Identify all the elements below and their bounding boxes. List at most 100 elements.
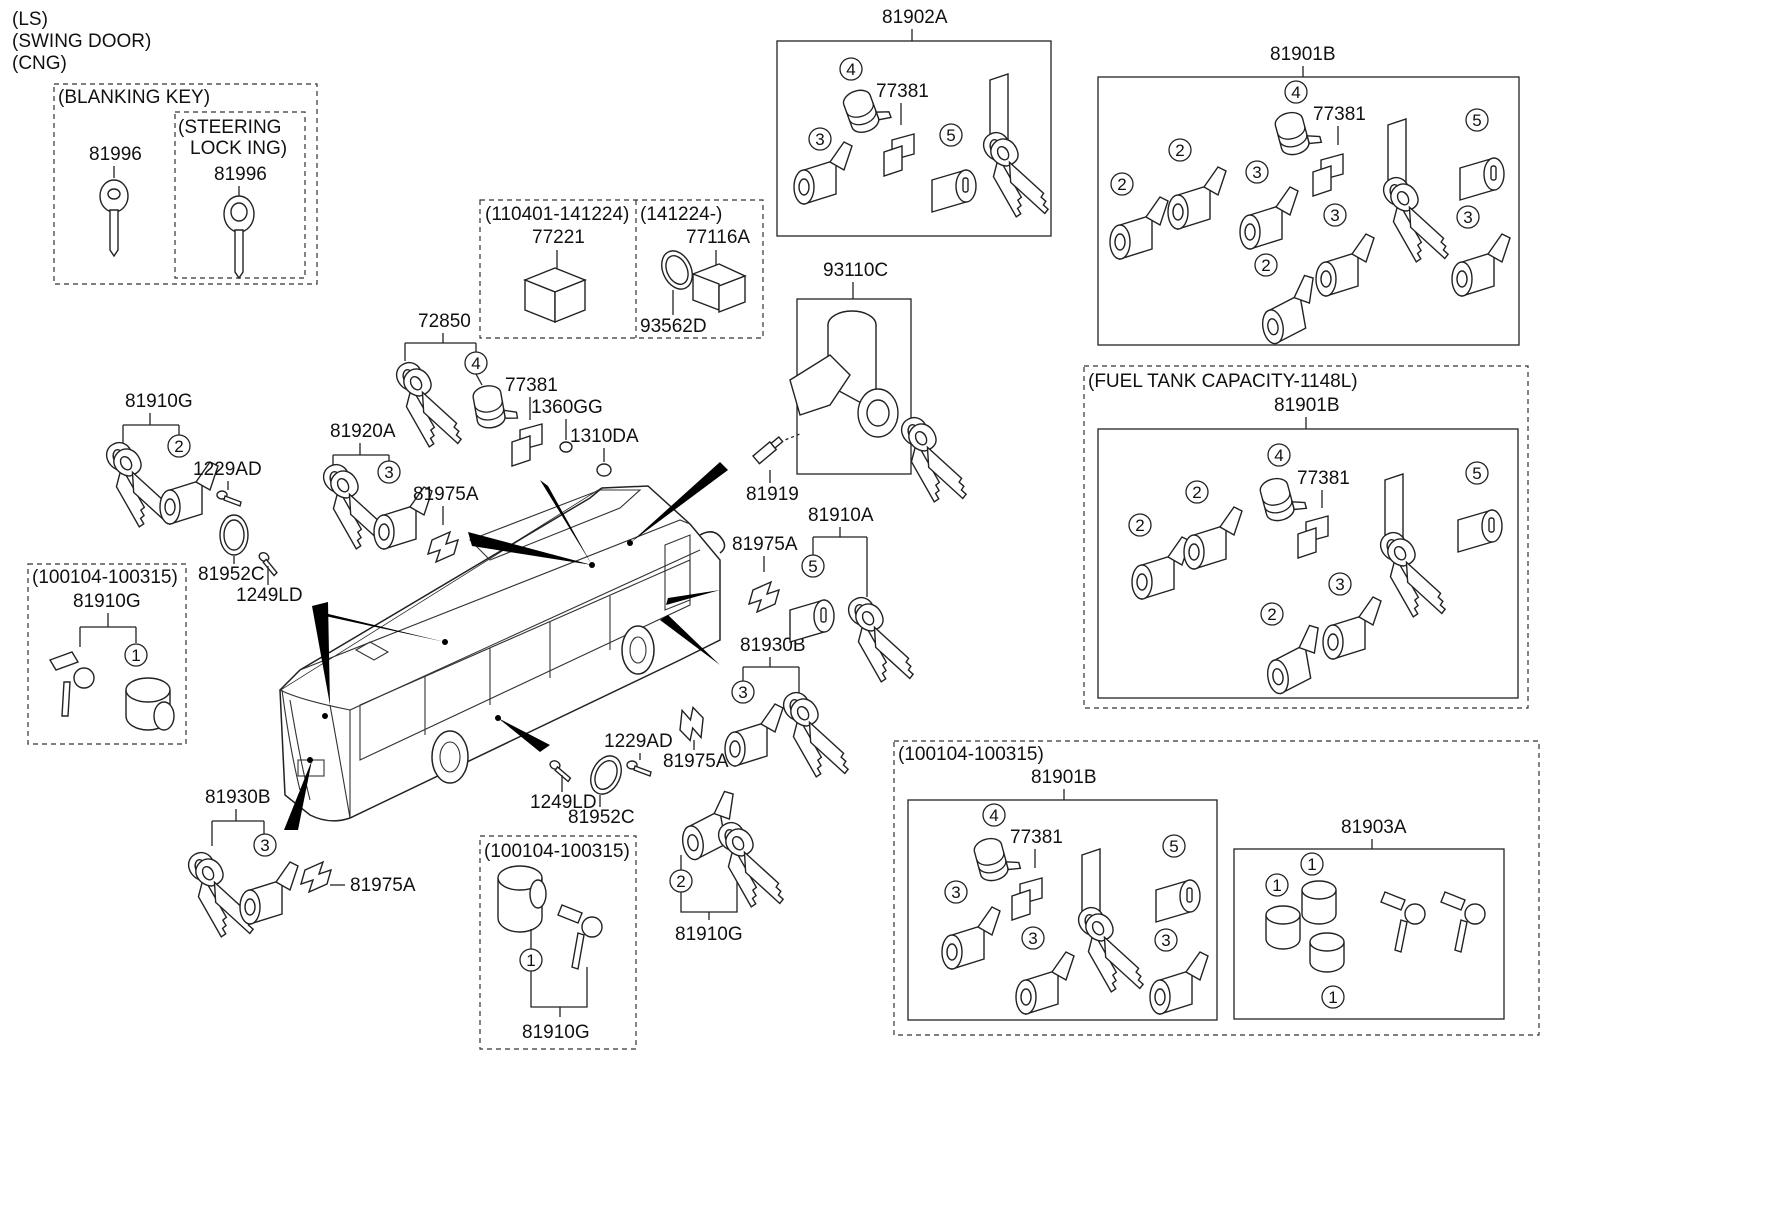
part-1310DA: 1310DA <box>570 426 639 447</box>
lock-2b-81901B-top-icon <box>1167 166 1227 230</box>
callout-3-81930B-right <box>731 680 755 704</box>
callout-5-81902A <box>939 123 963 147</box>
lock-2c-fuel-icon <box>1259 623 1329 696</box>
bus-illustration <box>279 485 726 822</box>
svg-text:1: 1 <box>1307 855 1316 874</box>
note-swing-door: (SWING DOOR) <box>12 31 151 52</box>
blank-key-icon <box>99 179 129 258</box>
plate-77381-icon <box>511 423 543 467</box>
part-81901B-bottom: 81901B <box>1031 767 1097 788</box>
svg-text:3: 3 <box>260 836 269 855</box>
bracket-77116A-icon <box>691 263 747 314</box>
cylinder-100104-bottom-icon <box>497 865 547 933</box>
part-77381-main: 77381 <box>505 375 558 396</box>
svg-text:3: 3 <box>1463 208 1472 227</box>
part-81996-b: 81996 <box>214 164 267 185</box>
range-100104-right-box <box>893 740 1540 1036</box>
screw-1229AD-left-icon <box>216 490 242 507</box>
part-77116A: 77116A <box>686 227 750 248</box>
svg-text:2: 2 <box>1135 516 1144 535</box>
callout-3-81930B-left <box>253 833 277 857</box>
lock-3c-81901B-top-icon <box>1451 233 1511 297</box>
part-77221: 77221 <box>532 227 585 248</box>
blanking-key-label: (BLANKING KEY) <box>58 87 210 108</box>
svg-text:3: 3 <box>384 463 393 482</box>
screw-81919-icon <box>752 435 784 465</box>
key-81902A-icon <box>981 73 1052 222</box>
part-81930B-right: 81930B <box>740 635 806 656</box>
callout-4-81901B-top <box>1284 80 1308 104</box>
svg-text:2: 2 <box>1175 141 1184 160</box>
part-81901B-top: 81901B <box>1270 44 1336 65</box>
box-81901B-top <box>1097 76 1520 346</box>
svg-text:5: 5 <box>1169 837 1178 856</box>
lock-2a-fuel-icon <box>1131 536 1191 600</box>
nut-1360GG-icon <box>559 441 573 453</box>
lock-3b-bottom-icon <box>1015 951 1075 1015</box>
svg-text:2: 2 <box>174 437 183 456</box>
part-1229AD-left: 1229AD <box>193 459 262 480</box>
part-1249LD-bottom: 1249LD <box>530 792 597 813</box>
plate-77381-bottom-icon <box>1011 877 1043 921</box>
ignition-switch-icon <box>789 310 899 438</box>
box-81901B-bottom <box>907 799 1218 1021</box>
svg-text:5: 5 <box>1472 464 1481 483</box>
svg-text:2: 2 <box>676 872 685 891</box>
svg-text:2: 2 <box>1192 483 1201 502</box>
ring-93562D-icon <box>655 245 699 295</box>
key-100104-left-icon <box>48 651 95 717</box>
part-77381-81902A: 77381 <box>876 81 929 102</box>
key-81903A-b-icon <box>1440 891 1486 953</box>
part-81910G-left: 81910G <box>125 391 193 412</box>
part-1229AD-bottom: 1229AD <box>604 731 673 752</box>
part-81901B-fuel: 81901B <box>1274 395 1340 416</box>
part-81910G-bottom-box: 81910G <box>522 1022 590 1043</box>
range-100104-left-label: (100104-100315) <box>32 567 178 588</box>
range-110401-box <box>479 199 764 339</box>
key-fuel-icon <box>1378 473 1449 622</box>
svg-text:2: 2 <box>1267 605 1276 624</box>
fuel-tank-label: (FUEL TANK CAPACITY-1148L) <box>1088 371 1358 392</box>
lock-2a-81901B-top-icon <box>1109 196 1169 260</box>
svg-text:1: 1 <box>526 951 535 970</box>
svg-text:3: 3 <box>815 130 824 149</box>
part-72850: 72850 <box>418 311 471 332</box>
part-81975A-bottom-left: 81975A <box>350 875 416 896</box>
range-100104-bottom-box <box>479 835 637 1050</box>
svg-text:1: 1 <box>1328 988 1337 1007</box>
key-93110C-icon <box>899 415 970 507</box>
note-ls: (LS) <box>12 9 48 30</box>
key-100104-bottom-icon <box>557 904 603 970</box>
key-81910A-icon <box>846 595 917 687</box>
part-77381-bottom: 77381 <box>1010 827 1063 848</box>
range-100104-left-box <box>27 563 187 745</box>
part-93110C: 93110C <box>823 260 888 281</box>
range-141224-label: (141224-) <box>640 204 722 225</box>
key-bottom-icon <box>1076 848 1147 997</box>
callout-5-81910A <box>801 554 825 578</box>
lock-2c-81901B-top-icon <box>1254 273 1324 346</box>
svg-text:5: 5 <box>946 126 955 145</box>
steering-lock-label-1: (STEERING <box>178 117 281 138</box>
callout-4-81902A <box>839 57 863 81</box>
lock-5-fuel-icon <box>1457 509 1503 553</box>
lock-3a-81901B-top-icon <box>1239 186 1299 250</box>
callout-3-81920A <box>377 460 401 484</box>
svg-text:1: 1 <box>1272 876 1281 895</box>
part-81903A: 81903A <box>1341 817 1407 838</box>
part-1249LD-left: 1249LD <box>236 585 303 606</box>
svg-text:4: 4 <box>1291 83 1300 102</box>
clip-81975A-top-icon <box>427 531 459 563</box>
screw-1249LD-bottom-icon <box>545 758 575 783</box>
lock-5-bottom-icon <box>1155 879 1201 923</box>
part-81910A: 81910A <box>808 505 874 526</box>
part-81975A-mid: 81975A <box>663 751 729 772</box>
lock-81930B-left-icon <box>239 861 299 925</box>
svg-text:3: 3 <box>1161 931 1170 950</box>
box-81903A <box>1233 848 1505 1020</box>
part-81952C-bottom: 81952C <box>568 807 635 828</box>
box-81901B-fuel <box>1097 428 1519 699</box>
range-100104-right-label: (100104-100315) <box>898 744 1044 765</box>
svg-text:3: 3 <box>951 883 960 902</box>
lock-3c-bottom-icon <box>1149 951 1209 1015</box>
